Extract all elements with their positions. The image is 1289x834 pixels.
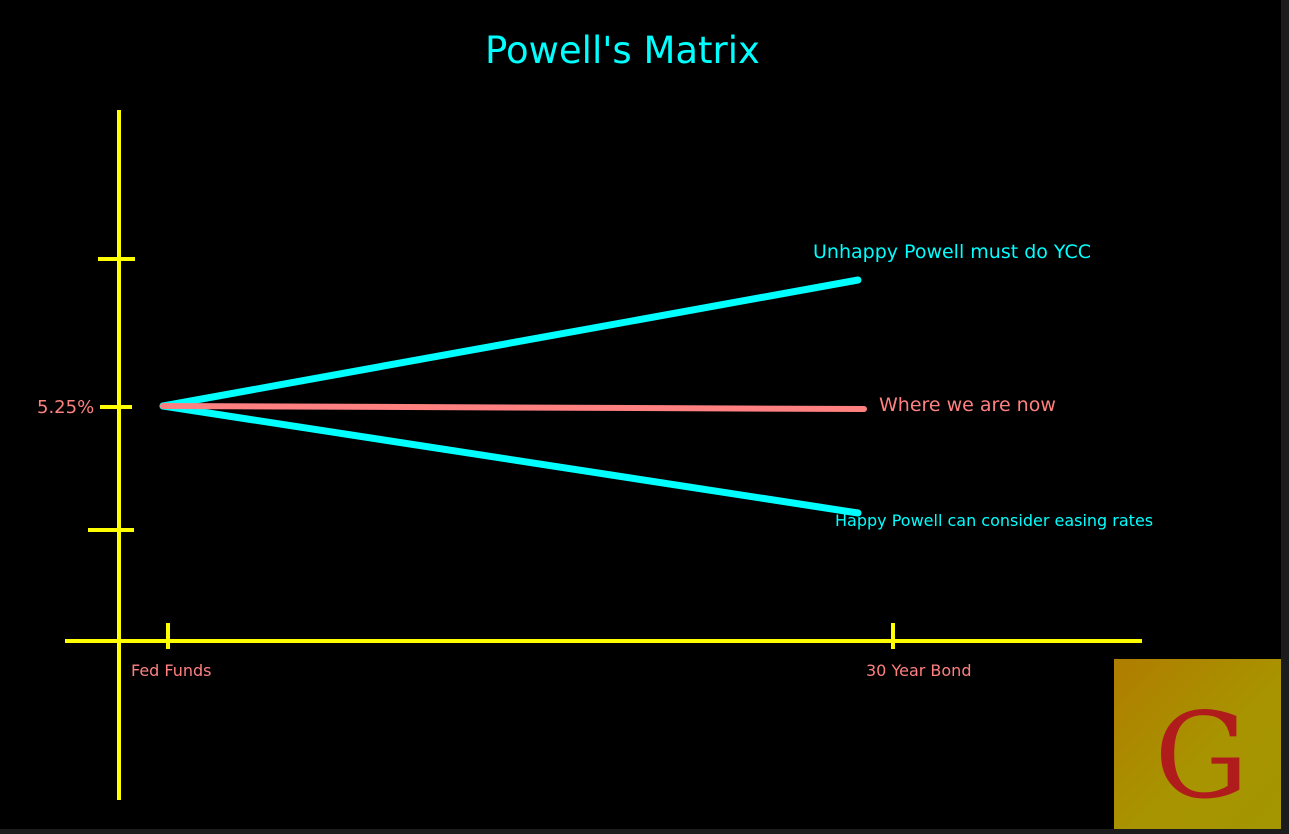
label-unhappy-ycc: Unhappy Powell must do YCC — [813, 241, 1092, 263]
bottom-edge-border — [0, 829, 1289, 834]
scenario-line-flat — [160, 403, 867, 412]
y-tick-label-rate: 5.25% — [37, 397, 95, 418]
x-label-fed-funds: Fed Funds — [131, 661, 212, 680]
right-edge-border — [1281, 0, 1289, 834]
label-happy-easing: Happy Powell can consider easing rates — [835, 511, 1154, 530]
logo: G — [1114, 659, 1289, 834]
scenario-line-up — [159, 276, 862, 410]
diagram-title: Powell's Matrix — [485, 29, 760, 72]
logo-letter: G — [1154, 687, 1249, 825]
scenario-line-down — [159, 402, 862, 517]
x-label-30-year-bond: 30 Year Bond — [866, 661, 972, 680]
label-where-we-are-now: Where we are now — [879, 394, 1056, 416]
